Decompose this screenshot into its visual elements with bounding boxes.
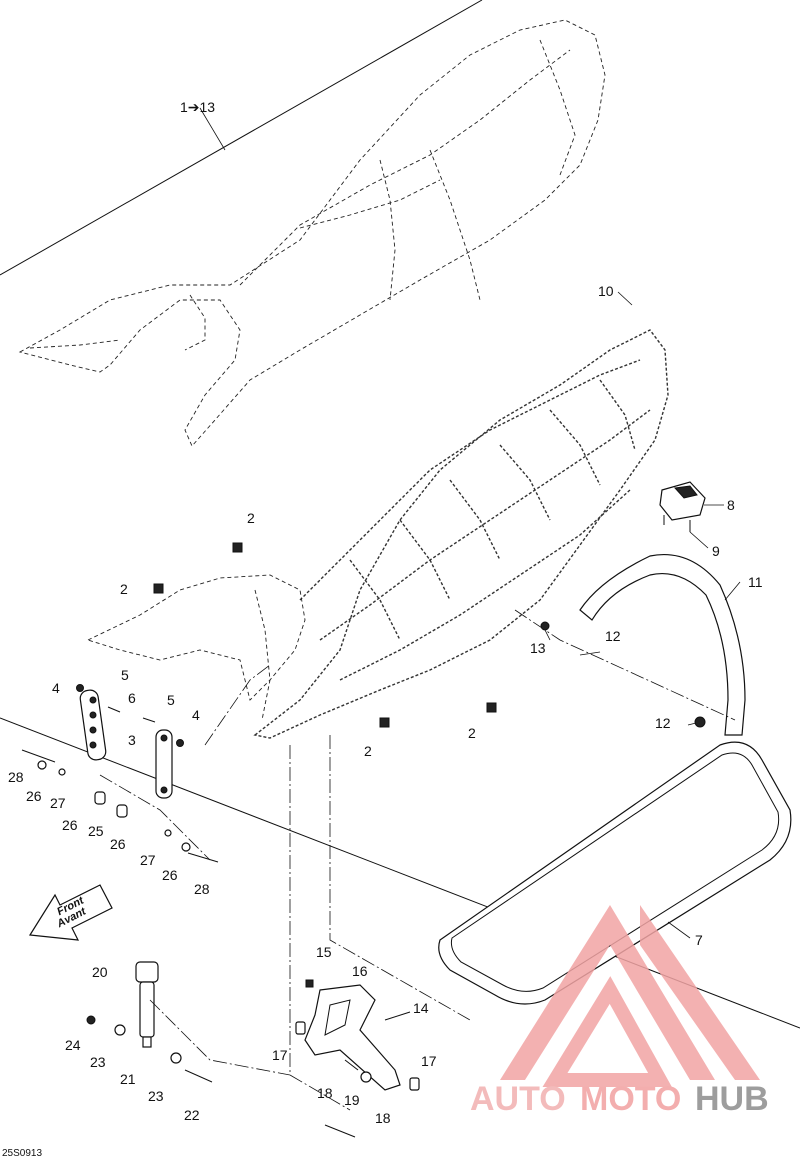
watermark-triangle bbox=[500, 905, 715, 1080]
callout-6: 6 bbox=[128, 690, 136, 706]
callout-14: 14 bbox=[413, 1000, 429, 1016]
callout-26-right: 26 bbox=[110, 836, 126, 852]
links bbox=[79, 689, 173, 799]
callout-26-far: 26 bbox=[162, 867, 178, 883]
callout-7: 7 bbox=[695, 932, 703, 948]
callout-26-mid: 26 bbox=[62, 817, 78, 833]
callout-11: 11 bbox=[748, 574, 763, 590]
callout-1-13: 1➔13 bbox=[180, 99, 215, 115]
callout-12-lower: 12 bbox=[655, 715, 671, 731]
callout-5-left: 5 bbox=[121, 667, 129, 683]
callout-18-upper: 18 bbox=[317, 1085, 333, 1101]
callout-12-upper: 12 bbox=[605, 628, 621, 644]
callout-3: 3 bbox=[128, 732, 136, 748]
callout-4-left: 4 bbox=[52, 680, 60, 696]
callout-23-left: 23 bbox=[90, 1054, 106, 1070]
callout-27-left: 27 bbox=[50, 795, 66, 811]
watermark-text-auto: AUTO bbox=[470, 1080, 566, 1118]
figure-code: 25S0913 bbox=[2, 1148, 42, 1159]
hardware bbox=[21, 542, 706, 1138]
strap bbox=[579, 554, 746, 736]
seal-ring bbox=[438, 741, 792, 1005]
callout-2-bottom-mid: 2 bbox=[364, 743, 372, 759]
callout-22: 22 bbox=[184, 1107, 200, 1123]
callout-17-right: 17 bbox=[421, 1053, 437, 1069]
callout-18-lower: 18 bbox=[375, 1110, 391, 1126]
callout-4-right: 4 bbox=[192, 707, 200, 723]
callout-28-left: 28 bbox=[8, 769, 24, 785]
callout-13: 13 bbox=[530, 640, 546, 656]
callout-20: 20 bbox=[92, 964, 108, 980]
watermark-text-hub: HUB bbox=[695, 1080, 769, 1118]
callout-2-top: 2 bbox=[247, 510, 255, 526]
callout-5-right: 5 bbox=[167, 692, 175, 708]
callout-23-right: 23 bbox=[148, 1088, 164, 1104]
callout-17-left: 17 bbox=[272, 1047, 288, 1063]
callout-labels: 1➔13 10 2 2 8 9 11 13 12 12 4 5 6 5 4 3 … bbox=[8, 99, 763, 1126]
seat-cushion bbox=[18, 19, 606, 447]
callout-2-bottom-right: 2 bbox=[468, 725, 476, 741]
callout-10: 10 bbox=[598, 283, 614, 299]
gas-shock bbox=[135, 961, 159, 1048]
leader-lines bbox=[99, 107, 741, 1111]
callout-16: 16 bbox=[352, 963, 368, 979]
callout-9: 9 bbox=[712, 543, 720, 559]
callout-28-right: 28 bbox=[194, 881, 210, 897]
front-direction-arrow: Front Avant bbox=[28, 884, 113, 941]
callout-15: 15 bbox=[316, 944, 332, 960]
watermark-inner-triangle bbox=[542, 976, 672, 1087]
watermark-logo: AUTO MOTO HUB bbox=[470, 905, 769, 1118]
callout-2-left: 2 bbox=[120, 581, 128, 597]
latch bbox=[659, 481, 706, 532]
callout-19: 19 bbox=[344, 1092, 360, 1108]
hinge-bracket bbox=[304, 984, 401, 1091]
callout-8: 8 bbox=[727, 497, 735, 513]
callout-27-right: 27 bbox=[140, 852, 156, 868]
seat-base bbox=[86, 329, 669, 739]
watermark-text-moto: MOTO bbox=[580, 1080, 681, 1118]
callout-24: 24 bbox=[65, 1037, 81, 1053]
callout-21: 21 bbox=[120, 1071, 136, 1087]
callout-26-left: 26 bbox=[26, 788, 42, 804]
callout-25: 25 bbox=[88, 823, 104, 839]
watermark-right-triangle bbox=[640, 905, 760, 1080]
